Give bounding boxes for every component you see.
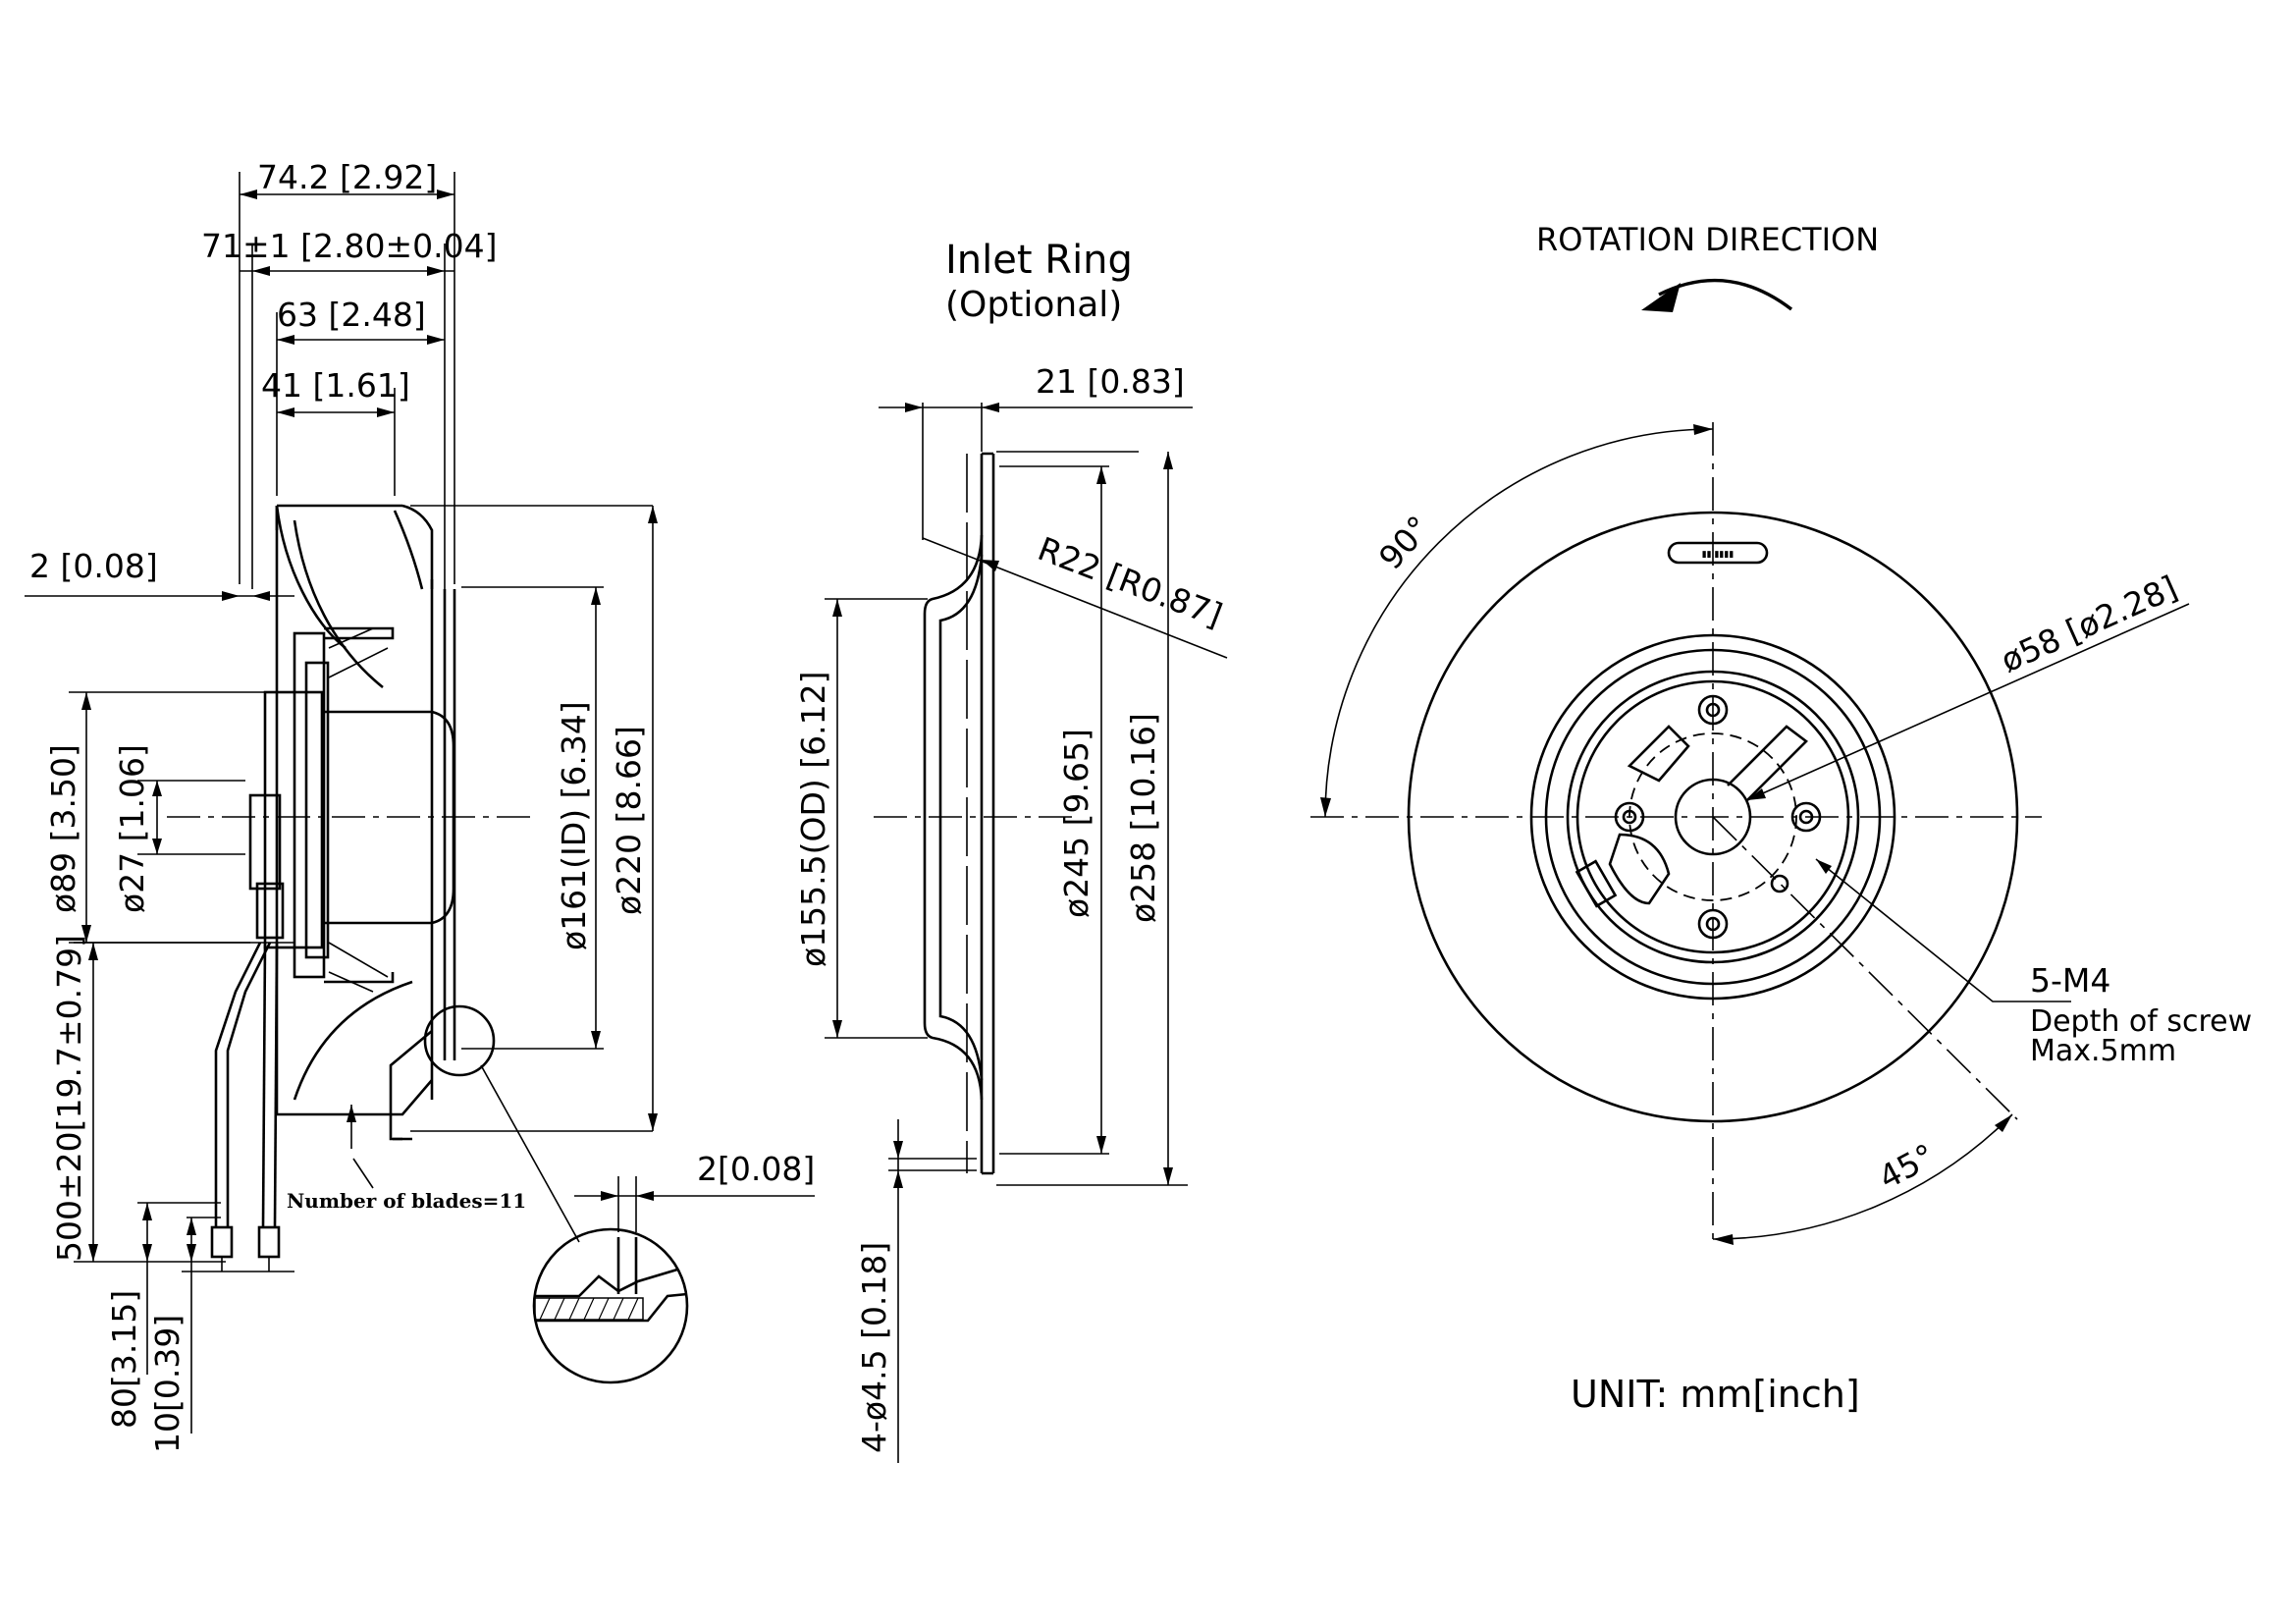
- screw-depth-max: Max.5mm: [2030, 1034, 2176, 1068]
- dim-diameter-89: ø89 [3.50]: [44, 744, 82, 913]
- dim-10: 10[0.39]: [148, 1315, 187, 1453]
- dim-diameter-58: ø58 [ø2.28]: [1995, 568, 2182, 680]
- inlet-ring-labels: Inlet Ring (Optional) 21 [0.83] R22 [R0.…: [794, 238, 1228, 1453]
- inlet-ring-title: Inlet Ring: [945, 238, 1133, 283]
- dim-diameter-161: ø161(ID) [6.34]: [555, 701, 593, 950]
- dim-80: 80[3.15]: [105, 1290, 143, 1429]
- detail-dim-2: 2[0.08]: [697, 1150, 815, 1188]
- dim-diameter-245: ø245 [9.65]: [1057, 729, 1095, 918]
- inlet-ring-view: [825, 403, 1228, 1463]
- dim-diameter-155: ø155.5(OD) [6.12]: [794, 671, 832, 967]
- angle-90: 90°: [1371, 509, 1438, 577]
- dim-diameter-258: ø258 [10.16]: [1124, 713, 1162, 923]
- blades-note: Number of blades=11: [287, 1189, 526, 1213]
- screw-depth-note: Depth of screw: [2030, 1004, 2252, 1039]
- angle-45: 45°: [1872, 1136, 1941, 1197]
- dim-overall-depth: 74.2 [2.92]: [257, 158, 437, 196]
- rotation-direction-label: ROTATION DIRECTION: [1536, 221, 1879, 258]
- side-view-labels: 74.2 [2.92] 71±1 [2.80±0.04] 63 [2.48] 4…: [29, 158, 815, 1453]
- dim-depth-tolerance: 71±1 [2.80±0.04]: [201, 227, 497, 265]
- unit-label: UNIT: mm[inch]: [1571, 1373, 1860, 1416]
- side-view: [25, 172, 815, 1434]
- dim-41: 41 [1.61]: [261, 366, 410, 405]
- dim-mount-holes: 4-ø4.5 [0.18]: [855, 1242, 893, 1453]
- dim-63: 63 [2.48]: [277, 296, 426, 334]
- dim-diameter-220: ø220 [8.66]: [610, 726, 648, 915]
- inlet-ring-subtitle: (Optional): [945, 285, 1122, 325]
- dim-2: 2 [0.08]: [29, 547, 158, 585]
- thread-spec: 5-M4: [2030, 961, 2110, 1000]
- dim-radius-22: R22 [R0.87]: [1033, 529, 1227, 634]
- dim-lead-length: 500±20[19.7±0.79]: [50, 935, 88, 1262]
- dim-21: 21 [0.83]: [1036, 362, 1185, 401]
- dim-diameter-27: ø27 [1.06]: [113, 744, 151, 913]
- front-view: ▮▮ ▮▮▮▮: [1310, 278, 2190, 1247]
- svg-text:▮▮ ▮▮▮▮: ▮▮ ▮▮▮▮: [1702, 550, 1735, 560]
